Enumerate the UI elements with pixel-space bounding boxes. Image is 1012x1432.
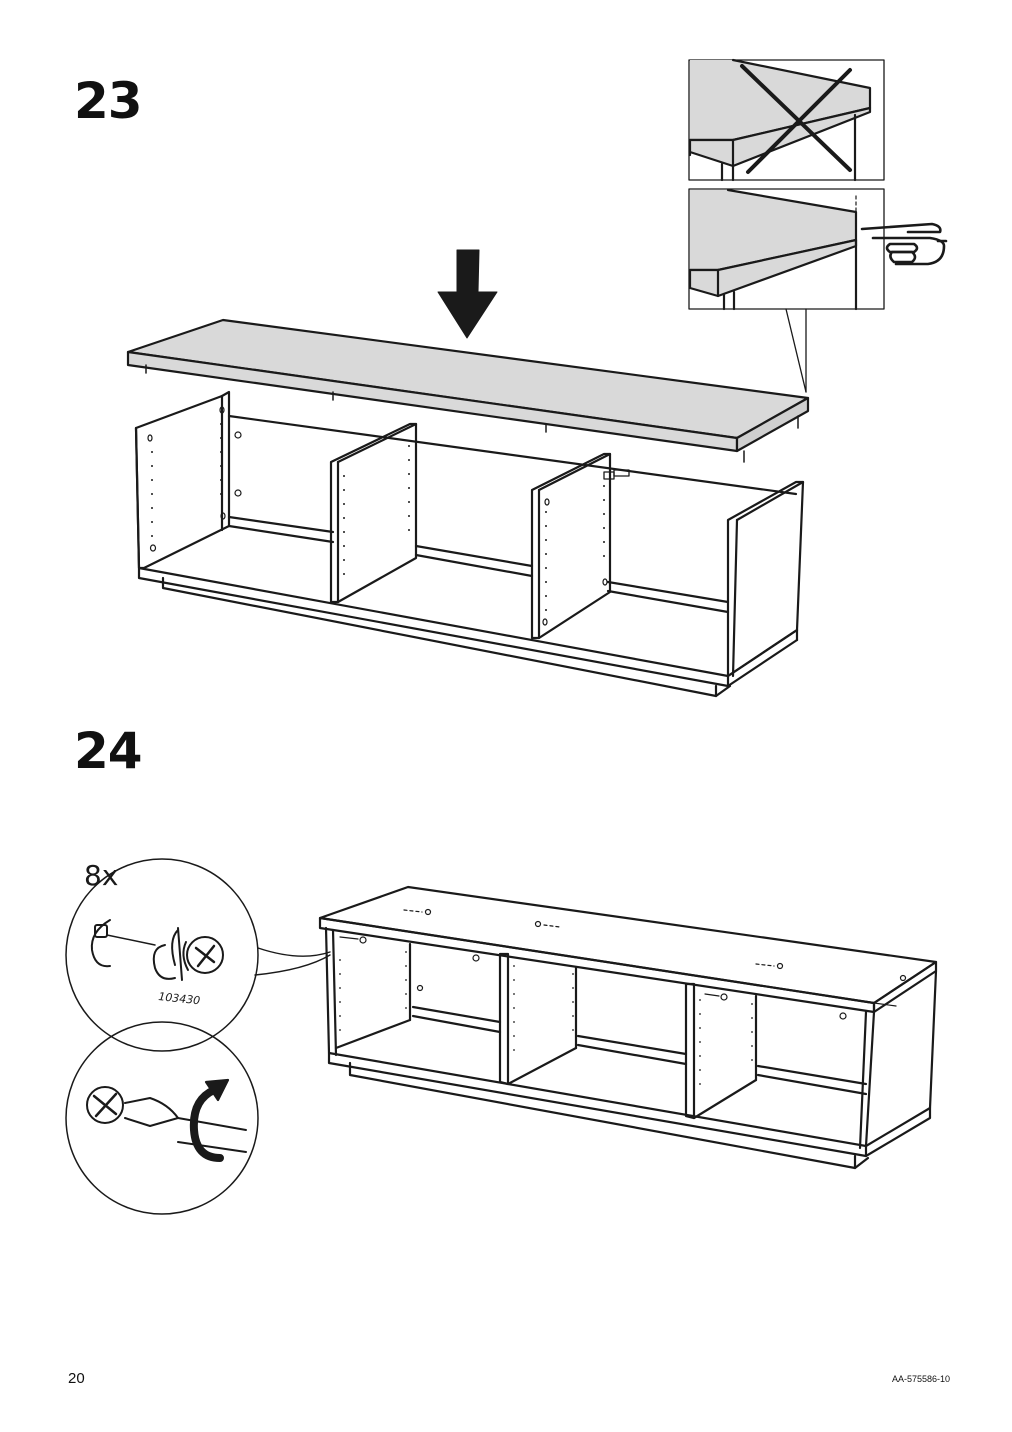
document-code: AA-575586-10 <box>891 1374 950 1384</box>
screwdriver-detail-callout <box>65 1021 259 1215</box>
top-board <box>126 318 810 463</box>
part-number-label: 103430 <box>158 990 201 1007</box>
step-number-24: 24 <box>74 722 143 780</box>
cabinet-body-open <box>134 390 805 698</box>
detail-wrong-alignment <box>688 58 885 182</box>
quantity-label: 8x <box>84 859 118 892</box>
arrow-down-icon <box>437 249 498 339</box>
cabinet-body-assembled <box>318 885 938 1170</box>
screwdriver-icon <box>86 1086 247 1153</box>
wrong-cross-icon <box>740 64 852 174</box>
step-number-23: 23 <box>74 72 143 130</box>
cam-lock-fitting-icon <box>90 919 224 981</box>
pointing-hand-icon <box>860 222 948 266</box>
detail-correct-alignment <box>688 188 948 393</box>
rotate-arrow-icon <box>189 1078 230 1162</box>
cam-lock-detail-callout <box>65 858 331 1052</box>
page-number: 20 <box>68 1370 85 1387</box>
